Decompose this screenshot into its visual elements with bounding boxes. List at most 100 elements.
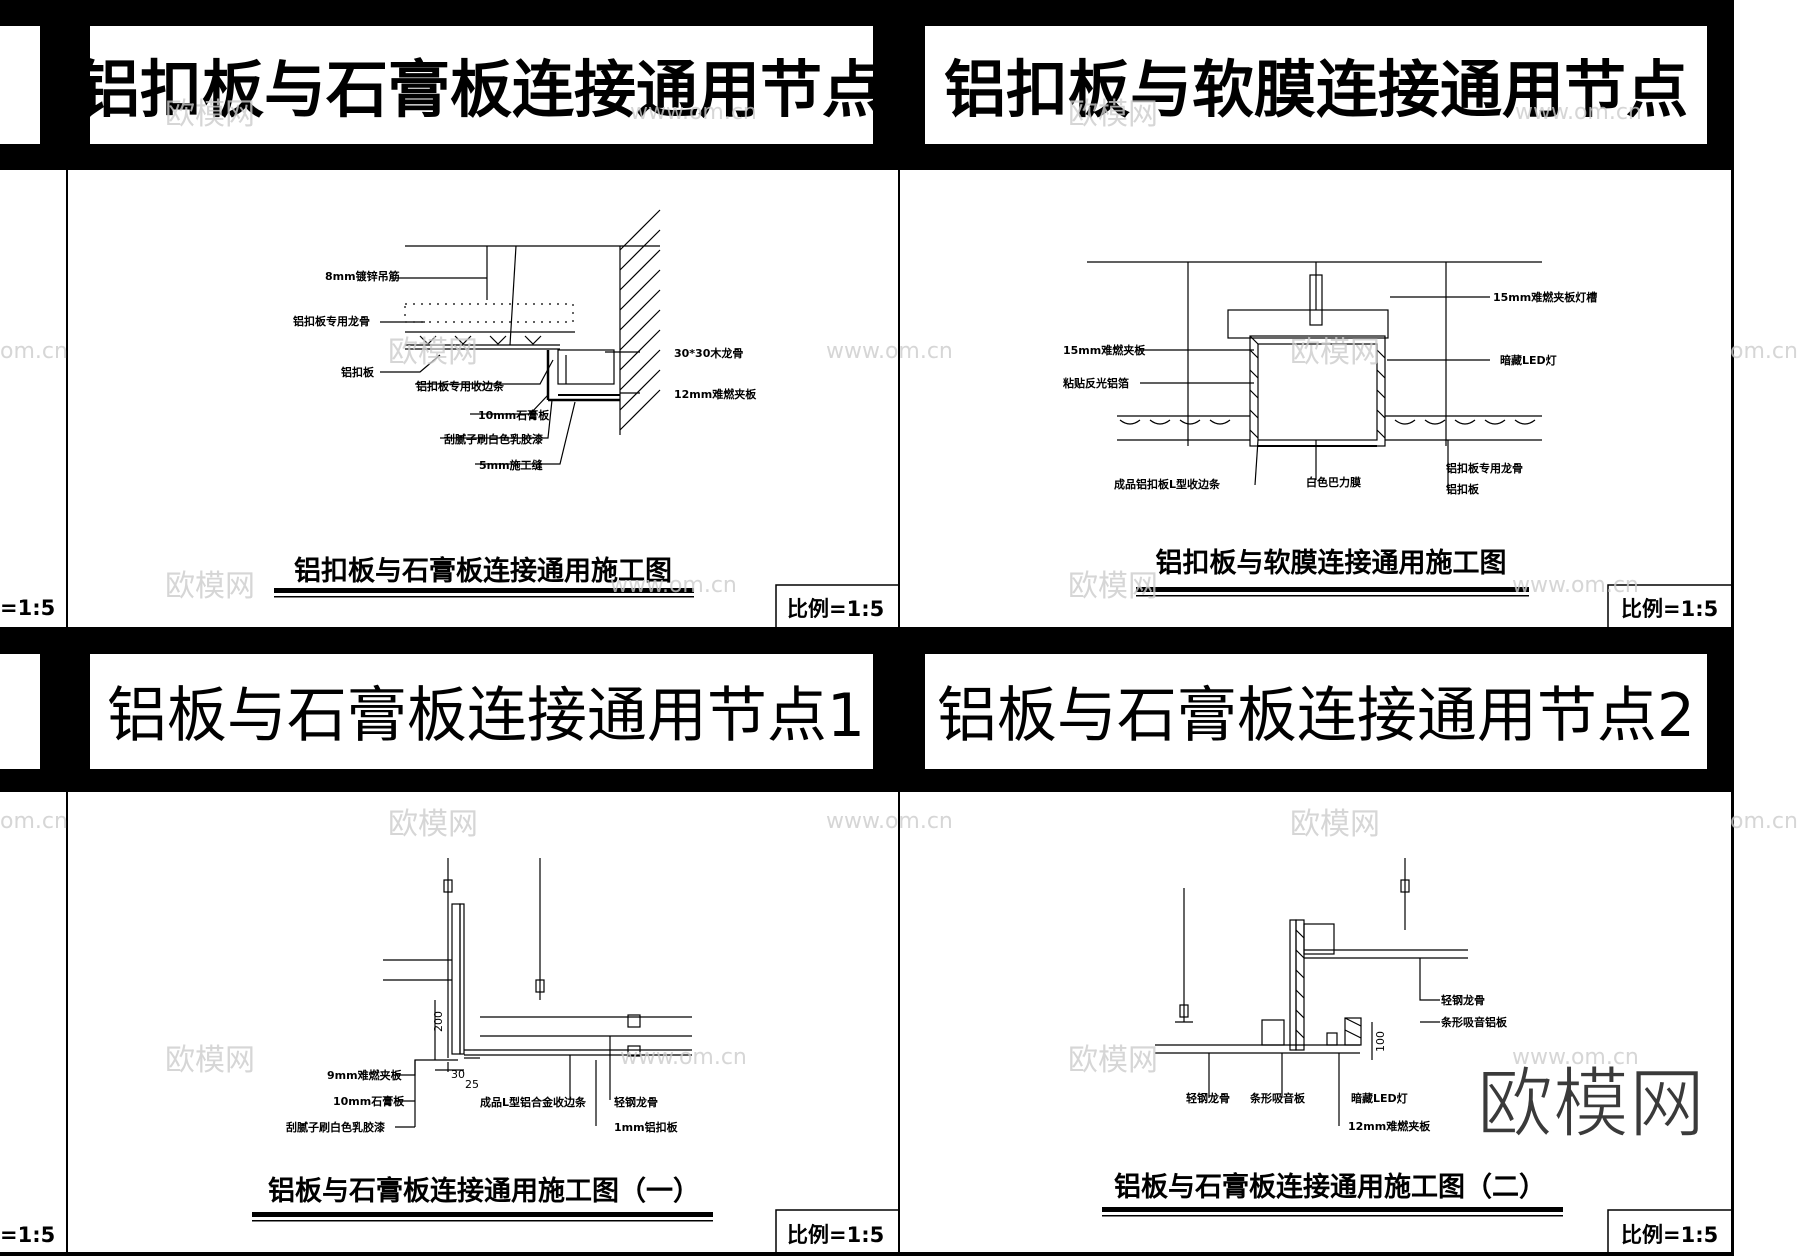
watermark-logo: 欧模网 (1068, 1043, 1158, 1078)
p3-label-4: 轻钢龙骨 (614, 1095, 658, 1109)
p3-dim-2: 25 (465, 1078, 479, 1091)
header-box-4 (925, 654, 1707, 769)
panel-4-header: 铝板与石膏板连接通用节点2 (937, 681, 1695, 751)
p2-label-6: 铝扣板专用龙骨 (1446, 461, 1523, 475)
p3-label-1: 10mm石膏板 (333, 1094, 405, 1108)
header-box-1 (90, 26, 873, 144)
watermark-url: www.om.cn (610, 573, 737, 598)
p4-label-0: 轻钢龙骨 (1441, 993, 1485, 1007)
watermarks: 欧模网 www.om.cn 欧模网 www.om.cn om.cn 欧模网 ww… (0, 97, 1798, 1078)
p1-label-1: 铝扣板专用龙骨 (293, 314, 370, 328)
p1-label-2: 铝扣板 (341, 365, 375, 379)
panel-1-scale: 比例=1:5 (787, 597, 884, 621)
panel-1-caption: 铝扣板与石膏板连接通用施工图 (294, 555, 672, 587)
p1-label-3: 铝扣板专用收边条 (416, 379, 505, 393)
p4-label-4: 暗藏LED灯 (1351, 1091, 1408, 1105)
panel-3-caption: 铝板与石膏板连接通用施工图（一） (268, 1175, 700, 1207)
panel-2-scale: 比例=1:5 (1621, 597, 1718, 621)
watermark-url: www.om.cn (1515, 100, 1642, 125)
p1-label-6: 5mm施工缝 (479, 458, 543, 472)
right-frame-line (1731, 0, 1734, 1256)
scale-box-2: 比例=1:5 (1607, 584, 1731, 627)
caption-4-underline-thin (1102, 1215, 1563, 1217)
panel-1-labels: 8mm镀锌吊筋 铝扣板专用龙骨 铝扣板 铝扣板专用收边条 10mm石膏板 刮腻子… (293, 269, 757, 472)
watermark-logo: 欧模网 (1290, 807, 1380, 842)
p4-dim-0: 100 (1374, 1031, 1387, 1052)
watermark-logo: 欧模网 (388, 807, 478, 842)
watermark-logo: 欧模网 (165, 97, 255, 132)
caption-1-underline-thin (274, 596, 694, 598)
panel-1-header: 铝扣板与石膏板连接通用节点 (78, 53, 884, 126)
caption-2-underline-thin (1136, 595, 1529, 597)
p2-label-5: 白色巴力膜 (1306, 475, 1361, 489)
watermark-logo: 欧模网 (1068, 569, 1158, 604)
watermark-url-fragment: om.cn (0, 339, 68, 364)
watermark-logo: 欧模网 (1290, 335, 1380, 370)
p2-label-3: 暗藏LED灯 (1500, 353, 1557, 367)
left-scale-fragment-top: =1:5 (0, 596, 55, 620)
caption-1-underline-thick (274, 588, 694, 593)
watermark-url-fragment: om.cn (1730, 809, 1798, 834)
p1-label-5: 刮腻子刷白色乳胶漆 (444, 432, 543, 446)
panel-4-dims: 100 (1374, 1031, 1387, 1052)
p4-label-3: 条形吸音板 (1249, 1091, 1306, 1105)
watermark-logo: 欧模网 (165, 1043, 255, 1078)
p2-label-7: 铝扣板 (1446, 482, 1480, 496)
bottom-band (0, 1252, 1733, 1256)
panel-4-scale: 比例=1:5 (1621, 1223, 1718, 1247)
p4-label-1: 条形吸音铝板 (1440, 1015, 1508, 1029)
watermark-url-fragment: om.cn (1730, 339, 1798, 364)
panel-3-labels: 9mm难燃夹板 10mm石膏板 刮腻子刷白色乳胶漆 成品L型铝合金收边条 轻钢龙… (286, 1068, 679, 1134)
p3-label-2: 刮腻子刷白色乳胶漆 (286, 1120, 385, 1134)
p1-label-7: 30*30木龙骨 (674, 346, 743, 360)
watermark-url: www.om.cn (1512, 573, 1639, 598)
caption-2-underline-thick (1136, 587, 1529, 592)
p3-dim-0: 200 (432, 1011, 445, 1032)
panel-3-dims: 200 30 25 (432, 1011, 479, 1091)
panel-2-detail (1087, 261, 1542, 490)
watermark-logo: 欧模网 (388, 335, 478, 370)
p3-dim-1: 30 (451, 1068, 465, 1081)
panel-2-caption: 铝扣板与软膜连接通用施工图 (1156, 547, 1507, 579)
panel-4-caption: 铝板与石膏板连接通用施工图（二） (1114, 1171, 1546, 1203)
watermark-logo: 欧模网 (165, 569, 255, 604)
header-box-2 (925, 26, 1707, 144)
panel-3-scale: 比例=1:5 (787, 1223, 884, 1247)
big-watermark-logo: 欧模网 (1477, 1059, 1705, 1148)
panel-2-labels: 15mm难燃夹板灯槽 15mm难燃夹板 粘贴反光铝箔 暗藏LED灯 成品铝扣板L… (1063, 290, 1597, 496)
scale-box-1: 比例=1:5 (775, 584, 899, 627)
p2-label-1: 15mm难燃夹板 (1063, 343, 1146, 357)
caption-4-underline-thick (1102, 1207, 1563, 1212)
p2-label-4: 成品铝扣板L型收边条 (1114, 477, 1221, 491)
watermark-url: www.om.cn (1512, 1045, 1639, 1070)
caption-3-underline-thick (252, 1212, 713, 1217)
left-partial-header-bottom (0, 654, 40, 769)
panel-4-labels: 轻钢龙骨 条形吸音铝板 轻钢龙骨 条形吸音板 暗藏LED灯 12mm难燃夹板 (1186, 993, 1508, 1133)
p2-label-0: 15mm难燃夹板灯槽 (1493, 290, 1597, 304)
scale-box-4: 比例=1:5 (1607, 1209, 1731, 1252)
p4-label-2: 轻钢龙骨 (1186, 1091, 1230, 1105)
caption-3-underline-thin (252, 1220, 713, 1222)
watermark-url: www.om.cn (826, 809, 953, 834)
panel-1-detail (380, 209, 661, 465)
panel-2-header: 铝扣板与软膜连接通用节点 (944, 53, 1688, 126)
panel-4-detail (1155, 858, 1468, 1126)
p3-label-0: 9mm难燃夹板 (327, 1068, 403, 1082)
p4-label-5: 12mm难燃夹板 (1348, 1119, 1431, 1133)
p3-label-3: 成品L型铝合金收边条 (480, 1095, 587, 1109)
p2-label-2: 粘贴反光铝箔 (1063, 376, 1129, 390)
scale-box-3: 比例=1:5 (775, 1209, 899, 1252)
p1-label-4: 10mm石膏板 (478, 408, 550, 422)
panel-3-header: 铝板与石膏板连接通用节点1 (107, 681, 865, 751)
panel-3-detail (383, 858, 692, 1128)
watermark-url-fragment: om.cn (0, 809, 68, 834)
header-box-3 (90, 654, 873, 769)
left-partial-header-top (0, 26, 40, 144)
watermark-url: www.om.cn (620, 1045, 747, 1070)
watermark-url: www.om.cn (630, 100, 757, 125)
p1-label-0: 8mm镀锌吊筋 (325, 269, 400, 283)
watermark-logo: 欧模网 (1068, 97, 1158, 132)
p3-label-5: 1mm铝扣板 (614, 1120, 679, 1134)
p1-label-8: 12mm难燃夹板 (674, 387, 757, 401)
